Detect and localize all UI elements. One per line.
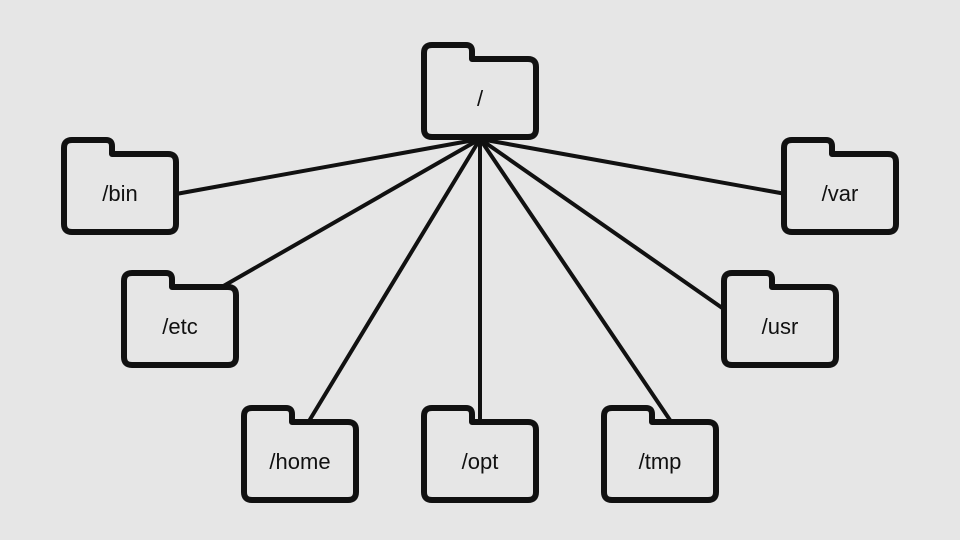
folder-label-tmp: /tmp [639, 449, 682, 474]
folder-opt[interactable]: /opt [421, 405, 539, 503]
folder-icon [421, 42, 539, 140]
folder-label-opt: /opt [462, 449, 499, 474]
connector-line-usr [478, 137, 730, 314]
folder-label-home: /home [269, 449, 330, 474]
folder-nodes: / /bin/etc/home/opt/tmp/usr/var [61, 42, 899, 503]
folder-usr[interactable]: /usr [721, 270, 839, 368]
folder-root[interactable]: / [421, 42, 539, 140]
folder-icon [721, 270, 839, 368]
folder-var[interactable]: /var [781, 137, 899, 235]
folder-label-usr: /usr [762, 314, 799, 339]
folder-etc[interactable]: /etc [121, 270, 239, 368]
folder-home[interactable]: /home [241, 405, 359, 503]
folder-icon [601, 405, 719, 503]
folder-tmp[interactable]: /tmp [601, 405, 719, 503]
connector-line-home [304, 137, 482, 428]
folder-label-var: /var [822, 181, 859, 206]
folder-label-root: / [477, 86, 484, 111]
folder-icon [61, 137, 179, 235]
connector-line-tmp [478, 137, 676, 428]
folder-bin[interactable]: /bin [61, 137, 179, 235]
folder-label-etc: /etc [162, 314, 197, 339]
folder-icon [121, 270, 239, 368]
connector-line-etc [211, 137, 482, 294]
folder-icon [781, 137, 899, 235]
folder-icon [241, 405, 359, 503]
folder-label-bin: /bin [102, 181, 137, 206]
connector-lines [174, 137, 788, 430]
folder-icon [421, 405, 539, 503]
connector-line-var [478, 137, 788, 196]
connector-line-bin [174, 137, 482, 196]
